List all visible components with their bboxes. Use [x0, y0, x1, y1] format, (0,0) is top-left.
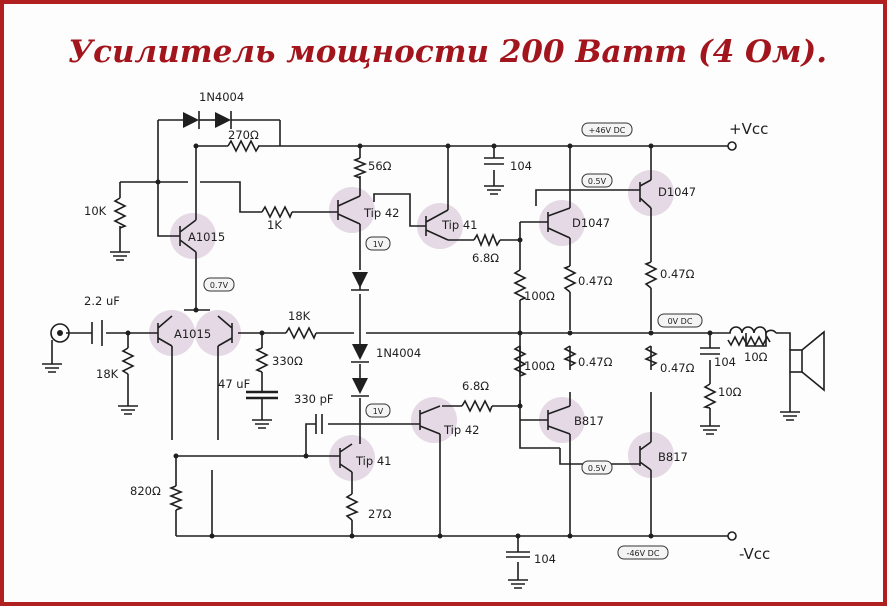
junction-dots	[125, 143, 713, 539]
resistor-6-8-top	[473, 232, 501, 248]
label-b817-drv: B817	[574, 414, 604, 428]
label-r270: 270Ω	[228, 128, 259, 142]
inductor-coil	[726, 326, 777, 336]
vcc-terminal	[727, 141, 737, 151]
transistor-labels: A1015 A1015 Tip 42 Tip 41 D1047 D1047 Ti…	[174, 185, 696, 468]
input-jack	[50, 323, 70, 343]
ground-symbols	[42, 180, 800, 589]
label-d-top: 1N4004	[199, 90, 244, 104]
vee-terminal	[727, 531, 737, 541]
label-c47: 47 uF	[218, 377, 250, 391]
label-r047-b: 0.47Ω	[660, 267, 695, 281]
diodes	[183, 111, 369, 397]
label-r10-c: 10Ω	[718, 385, 742, 399]
resistor-18k-fb	[285, 326, 317, 340]
label-r18k-fb: 18K	[288, 309, 311, 323]
label-tip41-bot: Tip 41	[355, 454, 391, 468]
badge-1v-top: 1V	[373, 240, 384, 249]
resistor-047-c	[563, 345, 577, 367]
resistor-1k	[261, 205, 293, 219]
resistor-56	[352, 157, 368, 179]
label-plus-vcc: +Vcc	[729, 120, 768, 138]
label-r047-d: 0.47Ω	[660, 361, 695, 375]
label-d1047-drv: D1047	[572, 216, 610, 230]
label-r10k: 10K	[84, 204, 107, 218]
label-r10-l: 10Ω	[744, 350, 768, 364]
resistor-047-a	[563, 265, 577, 293]
label-b817-out: B817	[658, 450, 688, 464]
badge-zero: 0V DC	[668, 317, 693, 326]
label-tip41-top: Tip 41	[441, 218, 477, 232]
badge-05-bot: 0.5V	[588, 464, 607, 473]
resistor-047-d	[644, 345, 658, 367]
resistor-820	[168, 485, 184, 511]
component-labels: 1N4004 270Ω 10K 1K 56Ω 104 6.8Ω 100Ω 0.4…	[84, 90, 768, 566]
label-d1047-out: D1047	[658, 185, 696, 199]
resistor-100-bot	[513, 345, 527, 377]
label-r56: 56Ω	[368, 159, 392, 173]
label-minus-vcc: -Vcc	[739, 545, 770, 563]
label-r18k-in: 18K	[96, 367, 119, 381]
resistor-18k-in	[121, 347, 135, 375]
label-r330: 330Ω	[272, 354, 303, 368]
label-r1k: 1K	[267, 218, 282, 232]
resistor-100-top	[513, 269, 527, 301]
diagram-title: Усилитель мощности 200 Ватт (4 Ом).	[67, 34, 827, 70]
label-r68-bot: 6.8Ω	[462, 379, 489, 393]
label-r27: 27Ω	[368, 507, 392, 521]
resistor-6-8-bot	[461, 399, 493, 413]
label-c104-out: 104	[714, 355, 736, 369]
label-r100-top: 100Ω	[524, 289, 555, 303]
resistor-047-b	[644, 261, 658, 289]
label-r047-c: 0.47Ω	[578, 355, 613, 369]
label-r100-bot: 100Ω	[524, 359, 555, 373]
badge-07: 0.7V	[210, 281, 229, 290]
label-r68-top: 6.8Ω	[472, 251, 499, 265]
label-c104-top: 104	[510, 159, 532, 173]
transistor-symbols	[157, 179, 652, 473]
resistor-10k	[113, 197, 127, 229]
label-r047-a: 0.47Ω	[578, 274, 613, 288]
transistor-halos	[149, 170, 674, 481]
label-r820: 820Ω	[130, 484, 161, 498]
label-c104-bot: 104	[534, 552, 556, 566]
resistor-10-c	[702, 383, 717, 409]
badge-plus46: +46V DC	[589, 126, 626, 135]
badge-minus46: -46V DC	[627, 549, 660, 558]
resistor-270	[227, 139, 260, 153]
speaker	[789, 330, 825, 400]
label-a1015-diff: A1015	[174, 327, 211, 341]
badge-1v-bot: 1V	[373, 407, 384, 416]
resistors	[113, 139, 771, 521]
badge-05-top: 0.5V	[588, 177, 607, 186]
voltage-badges: +46V DC 0.5V 1V 0.7V 0V DC 1V 0.5V -46V …	[203, 122, 703, 560]
resistor-10-l	[727, 335, 771, 347]
label-a1015-top: A1015	[188, 230, 225, 244]
resistor-27	[345, 493, 359, 521]
resistor-330	[255, 347, 269, 373]
label-c330p: 330 pF	[294, 392, 334, 406]
label-d-mid: 1N4004	[376, 346, 421, 360]
label-tip42-bot: Tip 42	[443, 423, 479, 437]
label-c22: 2.2 uF	[84, 294, 120, 308]
label-tip42-top: Tip 42	[363, 206, 399, 220]
